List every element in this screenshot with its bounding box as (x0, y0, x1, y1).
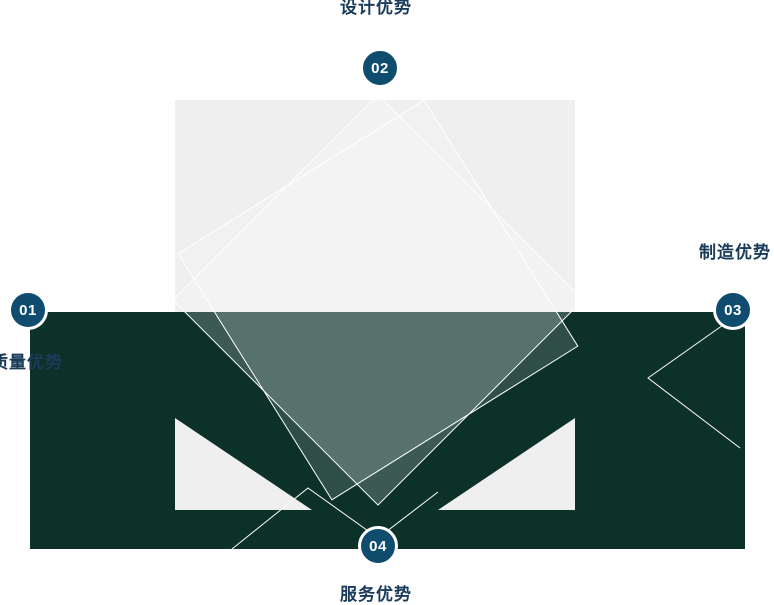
node-number-02: 02 (371, 59, 389, 77)
node-badge-02: 02 (360, 48, 400, 88)
label-manufacturing-advantage: 制造优势 (699, 243, 771, 262)
label-design-advantage: 设计优势 (340, 0, 412, 17)
label-quality-advantage: 质量优势 (0, 353, 63, 372)
rotated-square-1 (172, 94, 584, 506)
label-service-advantage: 服务优势 (340, 585, 412, 604)
node-number-01: 01 (19, 301, 37, 319)
envelope-shape (30, 312, 745, 549)
rotated-square-2 (177, 99, 579, 501)
rotated-squares (172, 94, 584, 506)
node-number-03: 03 (724, 301, 742, 319)
node-badge-04: 04 (358, 526, 398, 566)
decorative-line-bottom-left (231, 487, 379, 550)
decorative-line-right (647, 317, 741, 449)
node-badge-03: 03 (713, 290, 753, 330)
node-badge-01: 01 (8, 290, 48, 330)
node-number-04: 04 (369, 537, 387, 555)
